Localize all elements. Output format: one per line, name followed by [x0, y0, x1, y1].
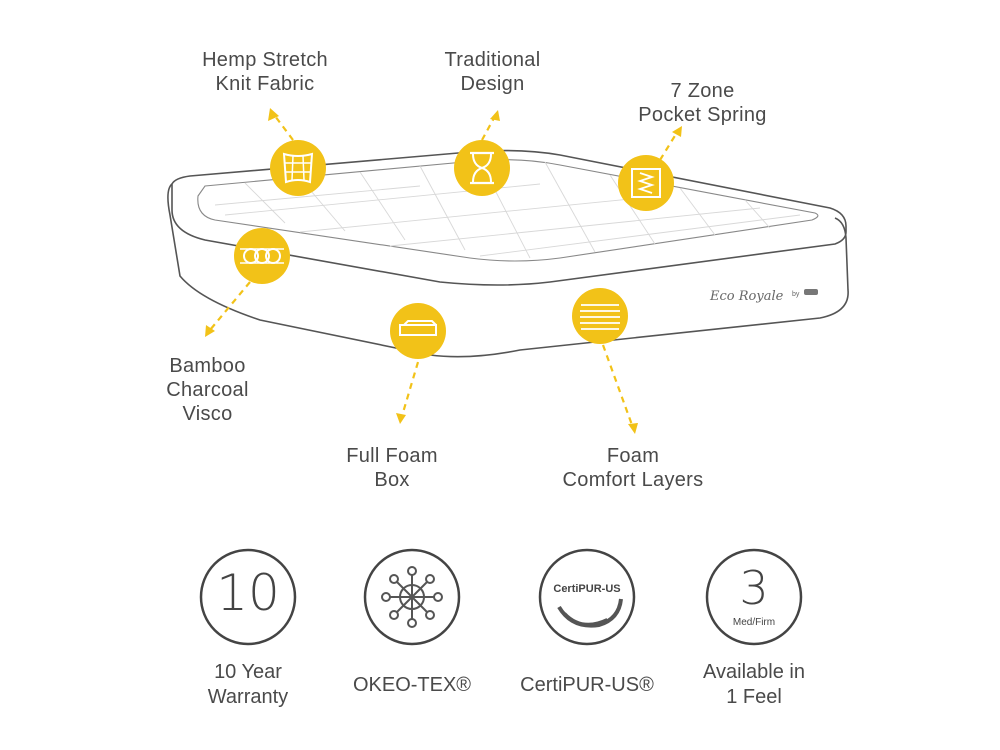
- oekotex-logo-icon: [363, 548, 461, 646]
- mattress-illustration: Eco Royale by: [167, 108, 849, 434]
- brand-logo: Eco Royale: [709, 289, 784, 304]
- label-foambox-line2: Box: [374, 469, 410, 491]
- label-pocket-spring: 7 Zone Pocket Spring: [620, 79, 785, 127]
- label-full-foam-box: Full Foam Box: [332, 444, 452, 492]
- certipur-logo-icon: [538, 548, 636, 646]
- warranty-label-line1: 10 Year: [214, 661, 282, 683]
- hourglass-icon: [454, 140, 510, 196]
- label-hemp-line1: Hemp Stretch: [202, 49, 328, 71]
- foam-box-icon: [390, 303, 446, 359]
- feel-label: Available in 1 Feel: [664, 660, 844, 710]
- oekotex-label-line1: OKEO-TEX®: [352, 674, 472, 696]
- feel-circle-icon: [705, 548, 803, 646]
- warranty-number: 10: [216, 564, 280, 622]
- label-foambox-line1: Full Foam: [346, 445, 438, 467]
- brand-by: by: [792, 291, 800, 298]
- label-traditional-design: Traditional Design: [420, 48, 565, 96]
- label-foam-comfort: Foam Comfort Layers: [548, 444, 718, 492]
- certipur-badge: CertiPUR-US: [537, 547, 637, 647]
- warranty-badge: 10: [198, 547, 298, 647]
- feel-number: 3: [739, 561, 769, 615]
- label-hemp-line2: Knit Fabric: [215, 73, 315, 95]
- warranty-circle-icon: [199, 548, 297, 646]
- label-bamboo-line2: Charcoal: [166, 379, 249, 401]
- feel-label-line2: 1 Feel: [726, 686, 782, 708]
- callout-arrows: [209, 115, 677, 426]
- label-traditional-line1: Traditional: [444, 49, 541, 71]
- certipur-label: CertiPUR-US®: [497, 673, 677, 698]
- certipur-logo-text: CertiPUR-US: [553, 583, 621, 595]
- fabric-grid-icon: [270, 140, 326, 196]
- label-bamboo-line1: Bamboo: [169, 355, 246, 377]
- label-spring-line2: Pocket Spring: [638, 104, 767, 126]
- label-traditional-line2: Design: [460, 73, 525, 95]
- spring-icon: [618, 155, 674, 211]
- label-comfort-line2: Comfort Layers: [562, 469, 704, 491]
- certipur-label-line1: CertiPUR-US®: [520, 674, 654, 696]
- label-spring-line1: 7 Zone: [670, 80, 735, 102]
- rings-icon: [234, 228, 290, 284]
- label-bamboo-line3: Visco: [182, 403, 233, 425]
- oekotex-badge: [362, 547, 462, 647]
- brand-mark-icon: [804, 289, 818, 295]
- arrow-heads: [205, 108, 682, 434]
- feel-badge: 3 Med/Firm: [704, 547, 804, 647]
- warranty-label-line2: Warranty: [207, 686, 289, 708]
- label-comfort-line1: Foam: [606, 445, 660, 467]
- layers-icon: [572, 288, 628, 344]
- feel-label-line1: Available in: [703, 661, 805, 683]
- label-hemp-fabric: Hemp Stretch Knit Fabric: [185, 48, 345, 96]
- label-bamboo-charcoal: Bamboo Charcoal Visco: [150, 354, 265, 426]
- feel-sub: Med/Firm: [732, 617, 776, 628]
- warranty-label: 10 Year Warranty: [158, 660, 338, 710]
- oekotex-label: OKEO-TEX®: [322, 673, 502, 698]
